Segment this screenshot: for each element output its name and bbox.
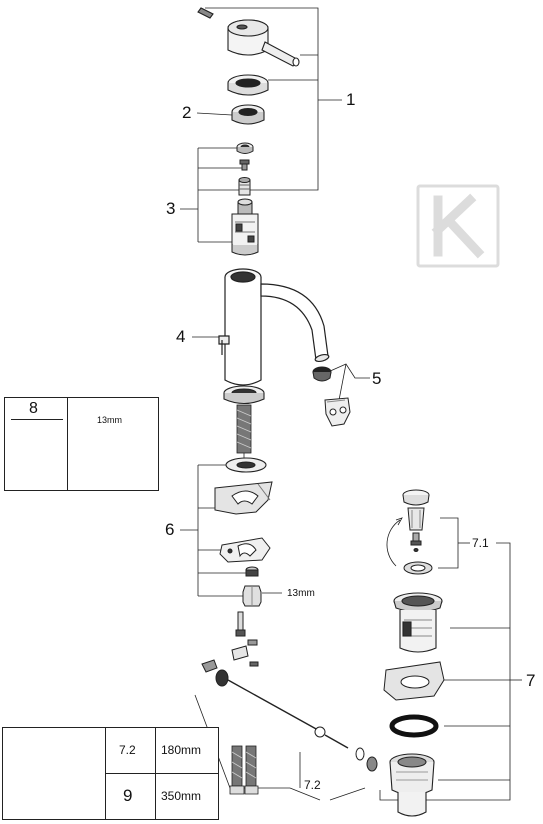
mounting-nut-13mm (242, 585, 262, 607)
small-ring (236, 142, 254, 154)
callout-7-1: 7.1 (472, 536, 489, 550)
watermark-logo (416, 184, 500, 268)
tool-box-8: 8 13mm (4, 397, 159, 491)
supply-hoses (229, 745, 259, 795)
length-row1-value: 180mm (161, 743, 202, 757)
callout-7-2: 7.2 (304, 778, 321, 792)
length-table-box: 7.2 180mm 9 350mm (2, 727, 219, 820)
callout-1: 1 (346, 90, 356, 109)
rubber-gasket (214, 481, 273, 515)
tool-box-size: 13mm (97, 415, 123, 425)
length-row2-label: 9 (123, 786, 133, 805)
small-washer (245, 566, 259, 577)
leader-lines (180, 7, 522, 801)
pop-up-plug (402, 489, 430, 552)
cover-ring (227, 74, 269, 96)
callout-5: 5 (372, 369, 382, 388)
lever-handle (197, 7, 300, 67)
tool-box-header-rule (11, 419, 63, 420)
drain-flange (393, 592, 443, 653)
callout-6: 6 (165, 520, 175, 539)
callout-2: 2 (182, 103, 192, 122)
small-screw (239, 159, 250, 171)
plug-seal (403, 561, 433, 575)
mounting-washer (225, 457, 267, 473)
base-washer (223, 385, 265, 405)
drain-gasket (383, 661, 445, 701)
length-row2-value: 350mm (161, 789, 202, 803)
horseshoe-plate (219, 537, 271, 563)
adapter (238, 177, 251, 196)
callout-7: 7 (526, 671, 536, 690)
aerator (312, 366, 332, 382)
nut-size-label: 13mm (287, 588, 315, 599)
callout-3: 3 (166, 199, 176, 218)
faucet-body (218, 268, 330, 386)
drain-o-ring (389, 714, 439, 738)
length-table-row-rule (105, 773, 218, 774)
tool-box-label: 8 (29, 400, 38, 417)
pop-up-rod-assembly (201, 611, 378, 772)
aerator-key (324, 397, 351, 427)
part-2-nut (231, 104, 265, 125)
cartridge (231, 198, 259, 256)
tool-box-divider (67, 398, 68, 490)
callout-4: 4 (176, 327, 186, 346)
drain-body (389, 753, 435, 817)
length-row1-label: 7.2 (119, 743, 136, 757)
